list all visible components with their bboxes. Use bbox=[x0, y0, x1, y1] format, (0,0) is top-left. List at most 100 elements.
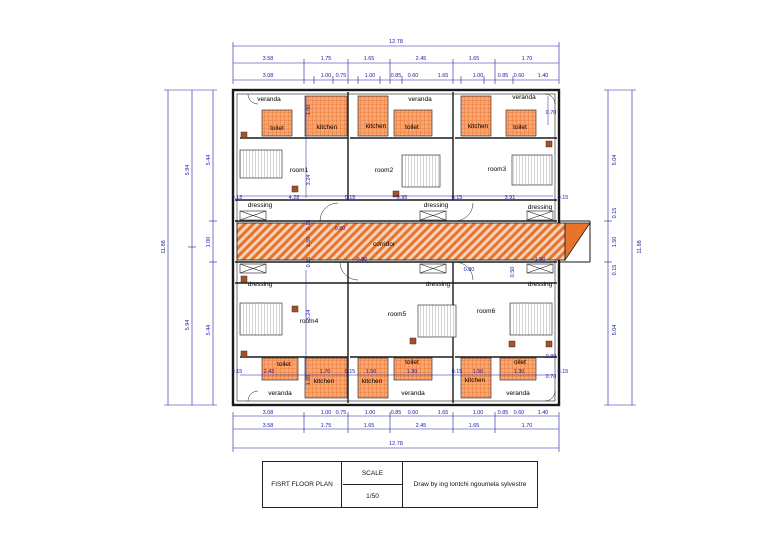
veranda-label-6: veranda bbox=[506, 390, 530, 397]
dim-small-170: 1.70 bbox=[320, 369, 331, 375]
dim-left-inner-mid: 1.00 bbox=[206, 237, 212, 248]
corridor-exit-arrow bbox=[564, 222, 591, 262]
dim-bottom-row2-9: 0.85 bbox=[498, 410, 509, 416]
dressing-label-3: dressing bbox=[528, 204, 553, 211]
dim-small-130-b: 1.30 bbox=[514, 369, 525, 375]
dim-bottom-row2-5: 0.85 bbox=[391, 410, 402, 416]
dim-top-row1-4: 2.45 bbox=[416, 56, 427, 62]
dim-top-row2-7: 1.65 bbox=[438, 73, 449, 79]
dim-small-080-c: 0.80 bbox=[464, 267, 475, 273]
dim-top-row2-10: 0.60 bbox=[514, 73, 525, 79]
dressing-label-4: dressing bbox=[248, 281, 273, 288]
dim-small-015-b3: 0.15 bbox=[452, 369, 463, 375]
dim-top-row2-8: 1.00 bbox=[473, 73, 484, 79]
dim-small-015-br: 0.15 bbox=[558, 369, 569, 375]
dim-small-391: 3.91 bbox=[505, 195, 516, 201]
dim-bottom-row1-5: 1.65 bbox=[469, 423, 480, 429]
dim-bottom-row1-2: 1.75 bbox=[321, 423, 332, 429]
door-swings bbox=[247, 93, 556, 402]
dressing-label-5: dressing bbox=[426, 281, 451, 288]
veranda-label-3: veranda bbox=[512, 94, 536, 101]
dim-top-row2-9: 0.85 bbox=[498, 73, 509, 79]
title-block-scale-label: SCALE bbox=[343, 462, 403, 485]
dim-small-150-top: 1.50 bbox=[306, 105, 312, 116]
toilet-label-5: toilet bbox=[405, 359, 419, 366]
dim-small-428: 4.28 bbox=[289, 195, 300, 201]
dim-bottom-row1-4: 2.45 bbox=[416, 423, 427, 429]
dim-right-small-top: 0.15 bbox=[612, 208, 618, 219]
dim-small-395: 3.95 bbox=[397, 195, 408, 201]
dim-small-324-top: 3.24 bbox=[306, 175, 312, 186]
dim-small-150-b3: 1.50 bbox=[473, 369, 484, 375]
dim-bottom-row1-6: 1.70 bbox=[522, 423, 533, 429]
dim-bottom-row2-10: 0.60 bbox=[514, 410, 525, 416]
beds bbox=[239, 149, 553, 338]
room2-label: room2 bbox=[375, 167, 394, 174]
dim-top-row1-3: 1.65 bbox=[364, 56, 375, 62]
dim-small-015-b2: 0.15 bbox=[345, 369, 356, 375]
dim-right-mid: 1.50 bbox=[612, 237, 618, 248]
dim-right-lower: 5.04 bbox=[612, 325, 618, 336]
dim-small-130-a: 1.30 bbox=[407, 369, 418, 375]
dim-small-324-bottom: 3.24 bbox=[306, 310, 312, 321]
dim-left-inner-lower: 5.44 bbox=[206, 325, 212, 336]
dim-top-total: 12.78 bbox=[389, 39, 403, 45]
corridor-area bbox=[236, 222, 566, 261]
dim-bottom-row2-3: 0.75 bbox=[336, 410, 347, 416]
dim-top-row2-2: 1.00 bbox=[321, 73, 332, 79]
dim-top-row2-5: 0.85 bbox=[391, 73, 402, 79]
right-dimensions bbox=[604, 89, 636, 406]
kitchen-label-2: kitchen bbox=[366, 123, 387, 130]
dim-small-070-bottom: 0.70 bbox=[546, 374, 557, 380]
kitchen-label-3: kitchen bbox=[468, 123, 489, 130]
kitchen-label-5: kitchen bbox=[362, 378, 383, 385]
dim-small-150-v: 1.50 bbox=[306, 237, 312, 248]
dressing-label-6: dressing bbox=[528, 281, 553, 288]
dim-top-row1-2: 1.75 bbox=[321, 56, 332, 62]
dim-small-150-b2: 1.50 bbox=[366, 369, 377, 375]
room6-label: room6 bbox=[477, 308, 496, 315]
left-dimensions bbox=[164, 89, 217, 406]
dim-bottom-row2-8: 1.00 bbox=[473, 410, 484, 416]
dressing-cabinets bbox=[239, 210, 554, 274]
title-block-author: Draw by ing lontchi ngoumela sylvestre bbox=[413, 481, 527, 488]
dim-bottom-row1-3: 1.65 bbox=[364, 423, 375, 429]
kitchen-label-1: kitchen bbox=[317, 124, 338, 131]
dim-small-080-d: 0.80 bbox=[546, 354, 557, 360]
interior-dim-lines bbox=[240, 96, 553, 380]
dim-bottom-row2-6: 0.60 bbox=[408, 410, 419, 416]
dim-right-upper: 5.04 bbox=[612, 155, 618, 166]
dim-left-upper: 5.94 bbox=[185, 165, 191, 176]
dim-bottom-row2-4: 1.00 bbox=[365, 410, 376, 416]
dim-small-015-m2: 0.15 bbox=[452, 195, 463, 201]
dim-left-total: 11.88 bbox=[161, 240, 167, 253]
dim-bottom-row2-7: 1.65 bbox=[438, 410, 449, 416]
dim-top-row2-6: 0.60 bbox=[408, 73, 419, 79]
dim-top-row2-3: 0.75 bbox=[336, 73, 347, 79]
dim-small-015-l: 0.15 bbox=[232, 195, 243, 201]
dim-top-row2-4: 1.00 bbox=[365, 73, 376, 79]
dim-small-070-top: 0.70 bbox=[546, 110, 557, 116]
dim-bottom-row2-2: 1.00 bbox=[321, 410, 332, 416]
toilet-blocks bbox=[261, 109, 537, 381]
dim-small-150-r: 1.50 bbox=[535, 257, 546, 263]
veranda-label-5: veranda bbox=[401, 390, 425, 397]
dim-bottom-row2-11: 1.40 bbox=[538, 410, 549, 416]
dim-top-row1-6: 1.70 bbox=[522, 56, 533, 62]
title-block-plan-name: FISRT FLOOR PLAN bbox=[263, 462, 342, 507]
top-dimensions bbox=[232, 42, 560, 84]
side-tables bbox=[240, 131, 553, 358]
toilet-label-4: toilet bbox=[277, 361, 291, 368]
dim-small-015-m1: 0.15 bbox=[345, 195, 356, 201]
room5-label: room5 bbox=[388, 311, 407, 318]
dressing-label-2: dressing bbox=[424, 202, 449, 209]
veranda-label-2: veranda bbox=[408, 96, 432, 103]
toilet-label-6: oilet bbox=[514, 359, 526, 366]
title-block: FISRT FLOOR PLAN SCALE 1/50 Draw by ing … bbox=[262, 461, 538, 508]
corridor-label: corridor bbox=[373, 241, 396, 248]
dim-small-015-bl: 0.15 bbox=[232, 369, 243, 375]
dim-bottom-row2-1: 3.08 bbox=[263, 410, 274, 416]
title-block-scale-value: 1/50 bbox=[343, 485, 403, 507]
dim-top-row1-1: 3.58 bbox=[263, 56, 274, 62]
